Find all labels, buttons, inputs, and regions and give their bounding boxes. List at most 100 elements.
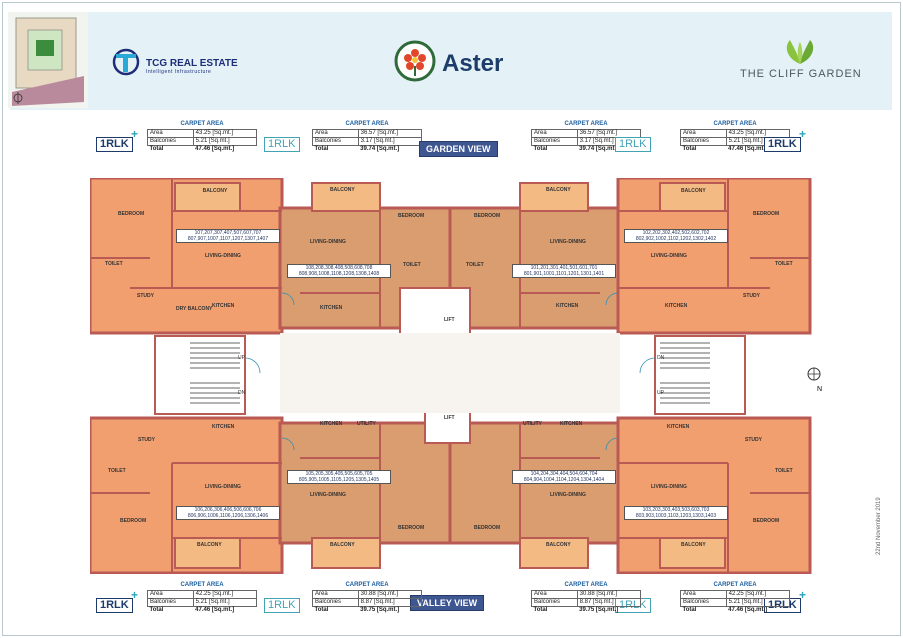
stair-up-label: UP: [238, 355, 245, 361]
key-plan-drawing: [12, 17, 84, 106]
room-name: KITCHEN: [556, 303, 579, 309]
area-label: Area: [680, 590, 727, 599]
total-value: 39.75 [Sq.mt.]: [360, 607, 400, 613]
balconies-value: 5.21 [Sq.mt.]: [192, 137, 258, 146]
room-name: KITCHEN: [560, 421, 583, 427]
room-name: KITCHEN: [212, 303, 235, 309]
compass-icon: [807, 367, 821, 381]
room-label-balcony: BALCONY: [546, 542, 571, 548]
room-name: LIVING-DINING: [550, 492, 586, 498]
room-label-living: LIVING-DINING: [651, 253, 687, 259]
total-label: Total: [314, 146, 329, 152]
room-name: STUDY: [743, 293, 760, 299]
room-name: KITCHEN: [665, 303, 688, 309]
room-label-kitchen: KITCHEN: [212, 303, 234, 309]
room-label-toilet: TOILET: [108, 468, 126, 474]
room-name: LIVING-DINING: [310, 492, 346, 498]
area-value: 36.57 [Sq.mt.]: [357, 129, 423, 138]
room-label-toilet: TOILET: [775, 261, 793, 267]
date-note: 22nd November 2019: [876, 497, 882, 555]
tcg-tagline: Intelligent Infrastructure: [146, 69, 212, 75]
room-label-living: LIVING-DINING: [205, 253, 241, 259]
room-name: BALCONY: [681, 188, 706, 194]
balconies-label: Balconies: [680, 598, 727, 607]
unit-type-badge: 1RLK: [96, 137, 133, 152]
area-label: Area: [680, 129, 727, 138]
unit-numbers-top-right: 102,202,302,402,502,602,702 802,902,1002…: [624, 229, 728, 243]
balconies-label: Balconies: [312, 598, 359, 607]
room-label-kitchen: KITCHEN: [212, 424, 234, 430]
room-name: LIVING-DINING: [651, 253, 687, 259]
plus-icon: +: [799, 588, 807, 602]
room-name: BEDROOM: [120, 518, 147, 524]
room-label-kitchen: KITCHEN: [560, 421, 582, 427]
room-name: LIVING-DINING: [310, 239, 346, 245]
room-label-toilet: TOILET: [403, 262, 421, 268]
unit-numbers-bottom-left: 106,206,306,406,506,606,706 806,906,1006…: [176, 506, 280, 520]
total-value: 39.75 [Sq.mt.]: [579, 607, 619, 613]
room-label-living: LIVING-DINING: [651, 484, 687, 490]
room-label-dry-balcony: DRY BALCONY: [176, 306, 212, 312]
carpet-area-title: CARPET AREA: [345, 582, 389, 588]
leaf-icon: [786, 40, 814, 64]
room-label-utility: UTILITY: [523, 421, 542, 427]
room-label-bedroom: BEDROOM: [398, 213, 424, 219]
room-name: BEDROOM: [398, 213, 425, 219]
room-label-living: LIVING-DINING: [550, 239, 586, 245]
area-label: Area: [147, 590, 194, 599]
room-name: KITCHEN: [320, 305, 343, 311]
room-label-living: LIVING-DINING: [205, 484, 241, 490]
room-name: TOILET: [775, 468, 793, 474]
unit-numbers-bottom-mid-right: 104,204,304,404,504,604,704 804,904,1004…: [512, 470, 616, 484]
total-label: Total: [314, 607, 329, 613]
carpet-area-title: CARPET AREA: [180, 582, 224, 588]
tcg-logo-icon: [112, 48, 140, 76]
lift-label: LIFT: [444, 317, 455, 323]
total-value: 47.46 [Sq.mt.]: [195, 146, 235, 152]
room-label-bedroom: BEDROOM: [118, 211, 144, 217]
total-label: Total: [149, 607, 164, 613]
tcg-logo: TCG REAL ESTATE Intelligent Infrastructu…: [110, 48, 238, 81]
room-label-balcony: BALCONY: [330, 542, 355, 548]
unit-type-badge: 1RLK: [264, 137, 300, 152]
room-name: DRY BALCONY: [176, 306, 213, 312]
balconies-value: 5.21 [Sq.mt.]: [725, 598, 791, 607]
area-value: 30.88 [Sq.mt.]: [357, 590, 423, 599]
room-label-bedroom: BEDROOM: [398, 525, 424, 531]
room-label-balcony: BALCONY: [330, 187, 355, 193]
room-name: KITCHEN: [320, 421, 343, 427]
total-value: 47.46 [Sq.mt.]: [728, 607, 768, 613]
unit-type-badge: 1RLK: [264, 598, 300, 613]
unit-numbers-top-mid-right: 101,201,301,401,501,601,701 801,901,1001…: [512, 264, 616, 278]
area-label: Area: [312, 590, 359, 599]
total-label: Total: [682, 146, 697, 152]
room-name: BALCONY: [546, 542, 571, 548]
total-label: Total: [533, 607, 548, 613]
room-name: TOILET: [105, 261, 123, 267]
unit-numbers-bottom-right: 103,203,303,403,503,603,703 803,903,1003…: [624, 506, 728, 520]
carpet-area-title: CARPET AREA: [564, 582, 608, 588]
balconies-value: 8.87 [Sq.mt.]: [576, 598, 642, 607]
room-label-study: STUDY: [138, 437, 155, 443]
area-value: 42.25 [Sq.mt.]: [192, 590, 258, 599]
room-label-balcony: BALCONY: [681, 188, 706, 194]
room-name: BALCONY: [202, 188, 228, 194]
balconies-label: Balconies: [531, 598, 578, 607]
room-name: TOILET: [108, 468, 126, 474]
area-label: Area: [147, 129, 194, 138]
room-name: KITCHEN: [667, 424, 690, 430]
unit-numbers-bottom-mid-left: 105,205,305,405,505,605,705 805,905,1005…: [287, 470, 391, 484]
room-label-kitchen: KITCHEN: [556, 303, 578, 309]
aster-flower-icon: [394, 40, 436, 82]
valley-view-label: VALLEY VIEW: [410, 595, 485, 611]
room-name: BEDROOM: [118, 211, 145, 217]
room-name: STUDY: [137, 293, 154, 299]
unit-type-badge: 1RLK: [615, 137, 651, 152]
room-name: BALCONY: [330, 542, 355, 548]
plus-icon: +: [131, 588, 139, 602]
room-label-kitchen: KITCHEN: [320, 421, 342, 427]
